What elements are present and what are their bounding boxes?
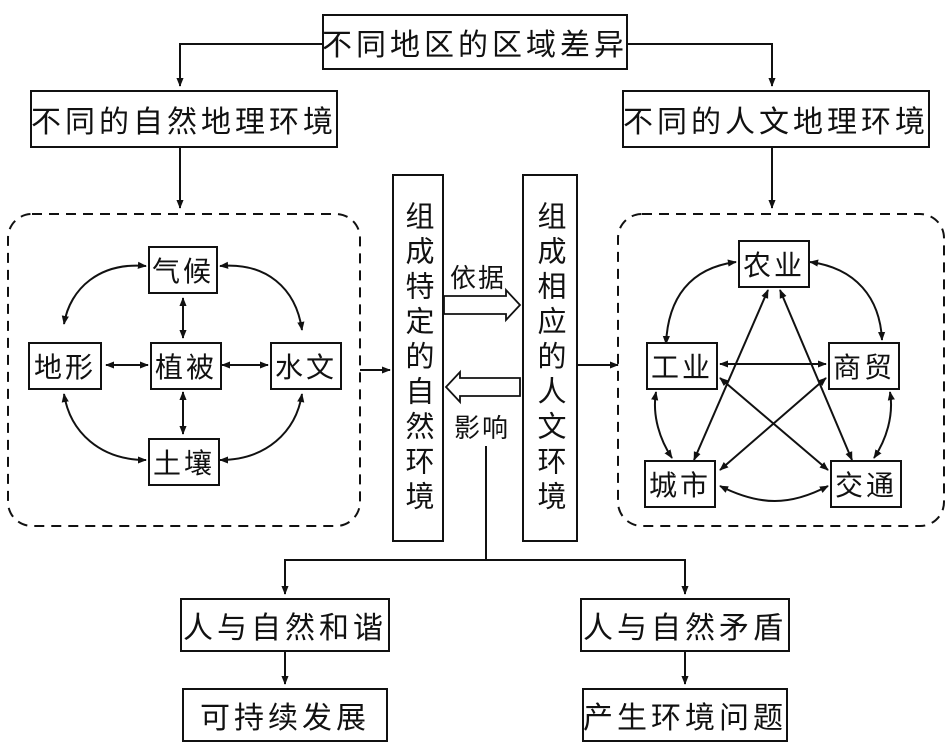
influence-double-arrow bbox=[444, 369, 521, 405]
regional-difference-box: 不同地区的区域差异 bbox=[322, 14, 628, 70]
industry-city-arc bbox=[651, 391, 673, 459]
city-transport-arc bbox=[719, 485, 829, 502]
commerce-transport-arc bbox=[873, 391, 895, 459]
top-to-human-connector bbox=[628, 43, 776, 87]
hydrology-box: 水文 bbox=[270, 342, 342, 390]
agriculture-transport-link bbox=[779, 289, 853, 461]
basis-double-arrow bbox=[443, 287, 522, 323]
agriculture-city-link bbox=[693, 289, 769, 461]
agriculture-commerce-arc bbox=[809, 259, 886, 341]
climate-box: 气候 bbox=[148, 246, 218, 294]
human-environment-box: 不同的人文地理环境 bbox=[622, 90, 930, 148]
commerce-box: 商贸 bbox=[828, 342, 900, 390]
landform-soil-arc bbox=[61, 393, 147, 464]
harmony-box: 人与自然和谐 bbox=[180, 598, 390, 652]
commerce-city-link bbox=[719, 377, 827, 471]
soil-box: 土壤 bbox=[148, 438, 220, 486]
industry-box: 工业 bbox=[646, 342, 718, 390]
vegetation-box: 植被 bbox=[150, 342, 222, 390]
sustainable-development-box: 可持续发展 bbox=[182, 688, 388, 742]
basis-label: 依据 bbox=[450, 264, 507, 294]
hydrology-soil-arc bbox=[219, 393, 305, 464]
conflict-box: 人与自然矛盾 bbox=[580, 598, 790, 652]
stem-to-harmony-connector bbox=[281, 559, 486, 595]
agriculture-box: 农业 bbox=[738, 240, 810, 288]
natural-environment-box: 不同的自然地理环境 bbox=[30, 90, 338, 148]
influence-label: 影响 bbox=[454, 414, 511, 444]
landform-box: 地形 bbox=[28, 342, 102, 390]
top-to-natural-connector bbox=[176, 43, 322, 87]
agriculture-industry-arc bbox=[662, 259, 737, 345]
climate-hydrology-arc bbox=[219, 261, 305, 331]
environmental-problems-box: 产生环境问题 bbox=[582, 688, 788, 742]
human-region-frame bbox=[617, 213, 945, 527]
climate-landform-arc bbox=[61, 261, 147, 325]
transport-box: 交通 bbox=[830, 460, 902, 508]
natural-specific-column: 组成特定的自然环境 bbox=[392, 174, 444, 542]
city-box: 城市 bbox=[644, 460, 716, 508]
human-corresponding-column: 组成相应的人文环境 bbox=[522, 174, 578, 542]
stem-to-conflict-connector bbox=[486, 559, 689, 595]
